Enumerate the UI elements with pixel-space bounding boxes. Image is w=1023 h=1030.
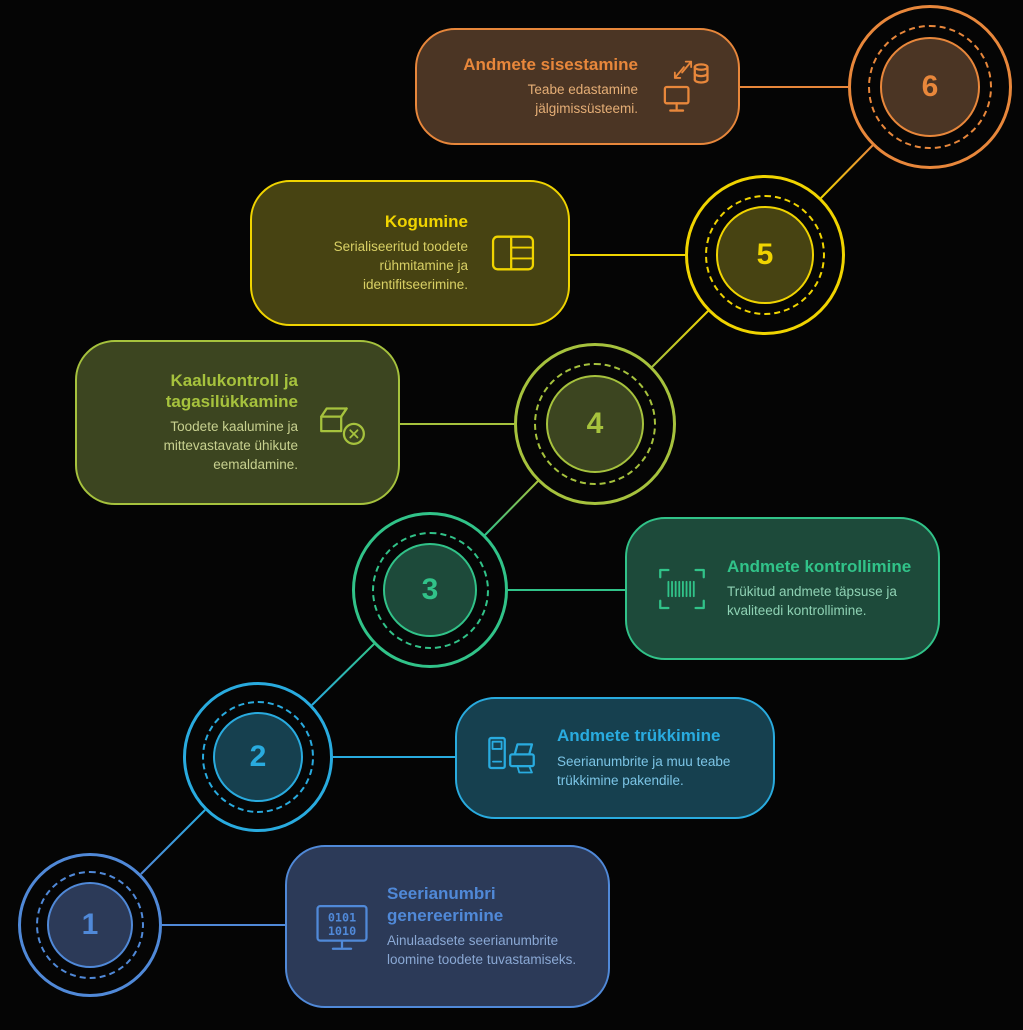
weight-check-icon xyxy=(314,394,372,452)
step-text: Andmete sisestamine Teabe edastamine jäl… xyxy=(443,54,638,119)
data-transfer-icon xyxy=(654,58,712,116)
connector-step-1-2 xyxy=(140,809,206,875)
number-disc: 4 xyxy=(545,374,645,474)
step-circle-6: 6 xyxy=(848,5,1012,169)
svg-text:1010: 1010 xyxy=(328,924,356,938)
dashed-ring xyxy=(371,531,489,649)
svg-text:0101: 0101 xyxy=(328,910,356,924)
step-text: Seerianumbri genereerimine Ainulaadsete … xyxy=(387,883,582,969)
step-description: Ainulaadsete seerianumbrite loomine tood… xyxy=(387,932,577,967)
step-card-3: Andmete kontrollimine Trükitud andmete t… xyxy=(625,517,940,660)
connector-step-5-6 xyxy=(820,144,874,199)
step-text: Andmete trükkimine Seerianumbrite ja muu… xyxy=(557,725,747,790)
step-card-2: Andmete trükkimine Seerianumbrite ja muu… xyxy=(455,697,775,819)
number-disc: 6 xyxy=(880,37,980,137)
step-circle-1: 1 xyxy=(18,853,162,997)
step-card-6: Andmete sisestamine Teabe edastamine jäl… xyxy=(415,28,740,145)
step-number: 5 xyxy=(756,238,774,271)
dashed-ring xyxy=(36,871,144,979)
step-title: Seerianumbri genereerimine xyxy=(387,884,504,925)
step-title: Andmete kontrollimine xyxy=(727,556,912,576)
step-description: Trükitud andmete täpsuse ja kvaliteedi k… xyxy=(727,584,897,619)
connector-step-3-4 xyxy=(484,480,539,536)
step-circle-3: 3 xyxy=(352,512,508,668)
step-circle-5: 5 xyxy=(685,175,845,335)
dashed-ring xyxy=(704,194,826,316)
step-text: Kaalukontroll ja tagasilükkamine Toodete… xyxy=(103,370,298,475)
barcode-scan-icon xyxy=(653,560,711,618)
connector-step-4-5 xyxy=(651,310,709,368)
printer-icon xyxy=(483,729,541,787)
dashed-ring xyxy=(534,363,656,485)
number-disc: 2 xyxy=(212,711,304,803)
dashed-ring xyxy=(201,700,315,814)
step-card-5: Kogumine Serialiseeritud toodete rühmita… xyxy=(250,180,570,326)
step-title: Andmete trükkimine xyxy=(557,726,721,746)
step-number: 2 xyxy=(249,740,267,773)
step-text: Kogumine Serialiseeritud toodete rühmita… xyxy=(278,211,468,295)
number-disc: 1 xyxy=(46,881,134,969)
binary-monitor-icon: 0101 1010 xyxy=(313,898,371,956)
step-number: 6 xyxy=(921,70,939,103)
step-title: Kaalukontroll ja tagasilükkamine xyxy=(165,370,298,412)
step-card-1: 0101 1010 Seerianumbri genereerimine Ain… xyxy=(285,845,610,1008)
step-circle-4: 4 xyxy=(514,343,676,505)
aggregation-icon xyxy=(484,224,542,282)
step-description: Seerianumbrite ja muu teabe trükkimine p… xyxy=(557,753,731,788)
step-description: Serialiseeritud toodete rühmitamine ja i… xyxy=(333,239,468,293)
number-disc: 3 xyxy=(382,542,478,638)
step-number: 4 xyxy=(586,407,604,440)
step-title: Andmete sisestamine xyxy=(463,54,638,74)
step-number: 3 xyxy=(421,573,439,606)
dashed-ring xyxy=(868,25,992,149)
step-text: Andmete kontrollimine Trükitud andmete t… xyxy=(727,556,912,621)
step-description: Toodete kaalumine ja mittevastavate ühik… xyxy=(163,419,298,473)
step-description: Teabe edastamine jälgimissüsteemi. xyxy=(527,82,638,117)
number-disc: 5 xyxy=(716,206,814,304)
step-title: Kogumine xyxy=(384,212,468,232)
connector-step-2-3 xyxy=(311,643,375,706)
step-card-4: Kaalukontroll ja tagasilükkamine Toodete… xyxy=(75,340,400,505)
step-number: 1 xyxy=(81,908,99,941)
step-circle-2: 2 xyxy=(183,682,333,832)
